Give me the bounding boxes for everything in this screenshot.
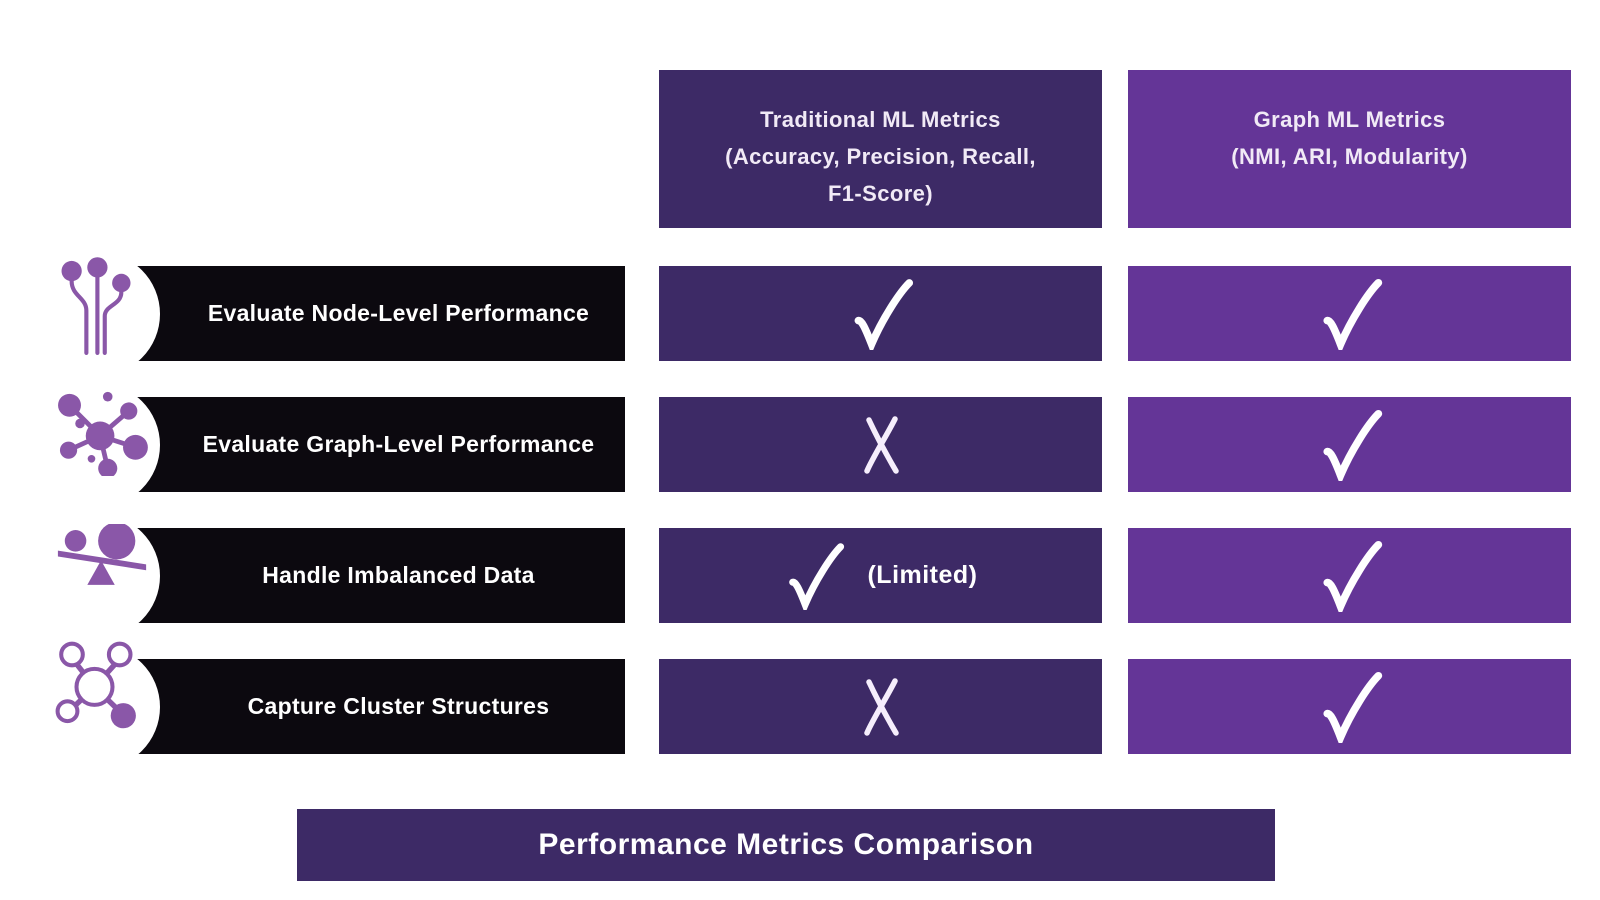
cell-graph-node-level [1128, 266, 1571, 361]
diagram-title: Performance Metrics Comparison [538, 828, 1034, 861]
x-icon [863, 677, 899, 736]
cell-traditional-graph-level [659, 397, 1102, 492]
column-header-graph: Graph ML Metrics (NMI, ARI, Modularity) [1128, 70, 1571, 228]
column-header-traditional: Traditional ML Metrics (Accuracy, Precis… [659, 70, 1102, 228]
check-icon [789, 542, 845, 610]
network-hub-icon [58, 391, 148, 476]
row-label: Evaluate Node-Level Performance [207, 300, 590, 326]
check-icon [1322, 278, 1382, 350]
column-header-line: Graph ML Metrics [1253, 107, 1446, 132]
check-icon [1322, 409, 1382, 481]
check-icon [1322, 671, 1382, 743]
row-label-node-level: Evaluate Node-Level Performance [100, 266, 625, 361]
cell-graph-imbalanced-data [1128, 528, 1571, 623]
cell-traditional-node-level [659, 266, 1102, 361]
imbalance-scale-icon [57, 524, 147, 585]
check-icon [854, 278, 913, 350]
cell-graph-graph-level [1128, 397, 1571, 492]
cell-note: (Limited) [867, 561, 978, 589]
column-header-line: Traditional ML Metrics [760, 107, 1001, 132]
row-label: Capture Cluster Structures [247, 693, 550, 719]
cluster-structure-icon [55, 641, 136, 729]
cell-graph-cluster-structures [1128, 659, 1571, 754]
row-label: Evaluate Graph-Level Performance [202, 431, 595, 457]
column-header-line: (NMI, ARI, Modularity) [1231, 144, 1468, 169]
x-icon [863, 415, 899, 474]
column-header-line: (Accuracy, Precision, Recall, [725, 144, 1036, 169]
node-pins-icon [61, 257, 131, 355]
row-label-graph-level: Evaluate Graph-Level Performance [100, 397, 625, 492]
row-label: Handle Imbalanced Data [262, 562, 535, 588]
column-header-line: F1-Score) [827, 181, 934, 206]
cell-traditional-cluster-structures [659, 659, 1102, 754]
check-icon [1322, 540, 1382, 612]
row-label-imbalanced-data: Handle Imbalanced Data [100, 528, 625, 623]
row-label-cluster-structures: Capture Cluster Structures [100, 659, 625, 754]
cell-traditional-imbalanced-data: (Limited) [659, 528, 1102, 623]
footer-title-bar: Performance Metrics Comparison [297, 809, 1275, 881]
